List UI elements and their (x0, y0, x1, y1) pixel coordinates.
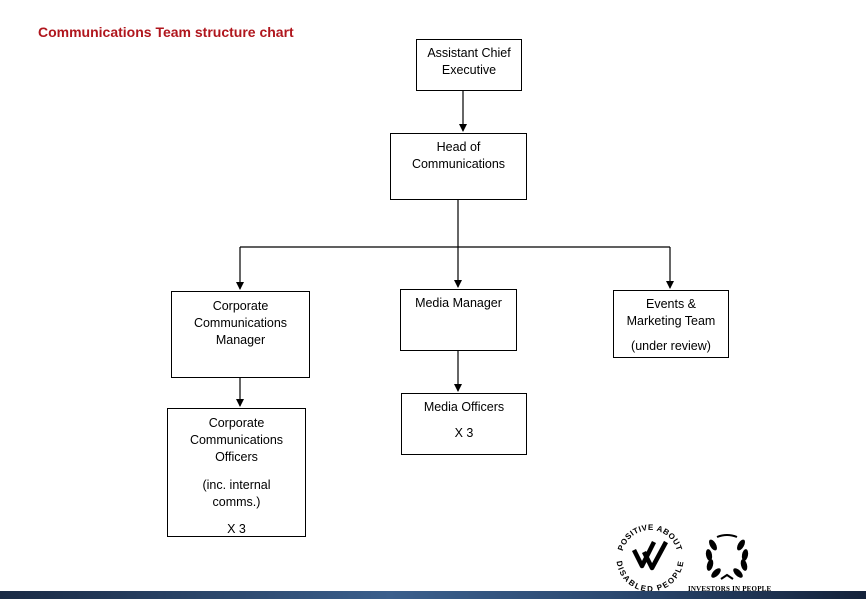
node-label-line: Corporate (212, 299, 269, 313)
node-label-line: Head of (436, 140, 481, 154)
node-label-line: Media Officers (423, 400, 505, 414)
footer-bar (0, 591, 866, 599)
node-media-manager: Media Manager (400, 289, 517, 351)
node-corporate-communications-officers: Corporate Communications Officers (inc. … (167, 408, 306, 537)
node-head-of-communications: Head of Communications (390, 133, 527, 200)
page-title: Communications Team structure chart (38, 24, 294, 40)
node-label-line: Manager (215, 333, 266, 347)
node-label-line: Marketing Team (626, 314, 716, 328)
node-count: X 3 (454, 426, 474, 440)
node-label-line: Communications (193, 316, 288, 330)
positive-about-disabled-people-logo: POSITIVE ABOUT DISABLED PEOPLE (614, 523, 685, 592)
investors-in-people-text: INVESTORS IN PEOPLE (688, 585, 772, 593)
investors-in-people-laurel-icon (705, 534, 749, 580)
node-label-line: Assistant Chief (427, 46, 511, 60)
node-note: (inc. internal (202, 478, 271, 492)
node-assistant-chief-executive: Assistant Chief Executive (416, 39, 522, 91)
node-note: comms.) (212, 495, 261, 509)
node-label-line: Officers (215, 450, 258, 464)
node-note: (under review) (631, 339, 711, 353)
node-corporate-communications-manager: Corporate Communications Manager (171, 291, 310, 378)
node-label-line: Corporate (208, 416, 265, 430)
node-label-line: Events & (645, 297, 697, 311)
node-label-line: Communications (189, 433, 284, 447)
node-count: X 3 (227, 522, 246, 536)
node-media-officers: Media Officers X 3 (401, 393, 527, 455)
node-events-marketing-team: Events & Marketing Team (under review) (613, 290, 729, 358)
node-label-line: Communications (411, 157, 506, 171)
node-label-line: Media Manager (415, 296, 502, 310)
node-label-line: Executive (441, 63, 497, 77)
